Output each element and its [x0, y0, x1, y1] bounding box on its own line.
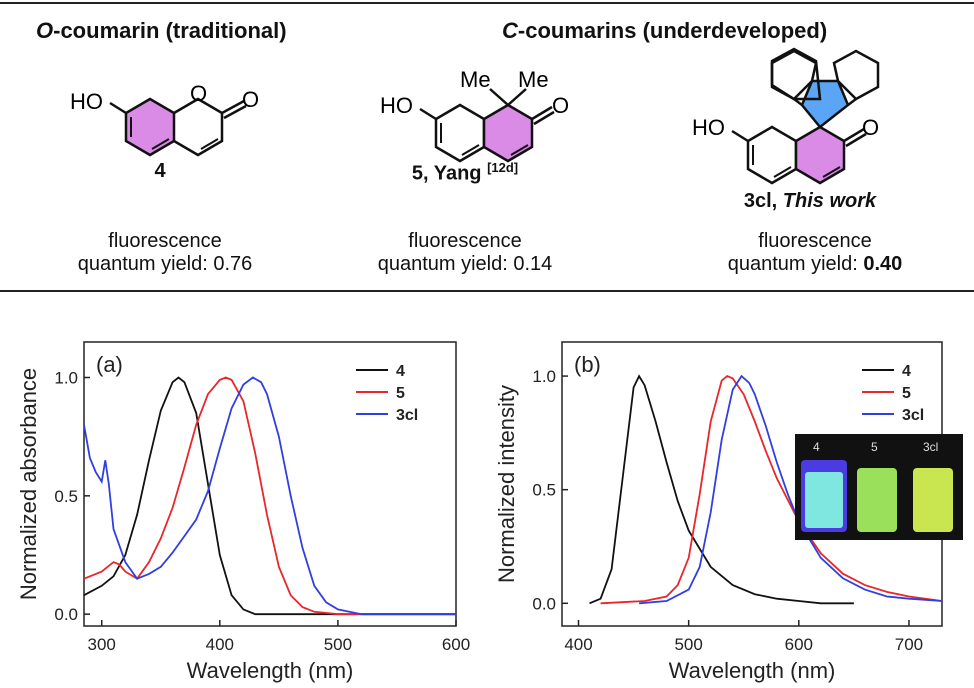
atom-me-right: Me: [518, 67, 549, 92]
series-line-5: [600, 375, 943, 605]
panel-label: (a): [96, 352, 123, 377]
vial-4: [801, 460, 847, 532]
atom-o-carbonyl-3cl: O: [862, 115, 879, 140]
series-line-3cl: [83, 376, 456, 616]
y-axis-label: Normalized absorbance: [16, 368, 41, 600]
atom-o-carbonyl-4: O: [242, 87, 259, 112]
x-tick-label: 700: [895, 635, 923, 654]
label-compound-3cl: 3cl, This work: [743, 190, 877, 212]
x-tick-label: 600: [785, 635, 813, 654]
y-axis-label: Normalized intensity: [494, 385, 519, 583]
legend-label-5: 5: [396, 385, 405, 402]
x-tick-label: 500: [324, 635, 352, 654]
atom-ho-3cl: HO: [692, 115, 725, 140]
legend-label-4: 4: [396, 363, 405, 380]
x-tick-label: 400: [564, 635, 592, 654]
structure-5: HO Me Me O: [380, 67, 569, 163]
vial-3cl: [913, 468, 953, 532]
header-o-coumarin: O-coumarin (traditional): [36, 18, 287, 43]
middle-rule: [0, 290, 974, 292]
vial-5: [857, 468, 897, 532]
header-c-coumarins: C-coumarins (underdeveloped): [502, 18, 828, 43]
inset-label-3cl: 3cl: [923, 440, 939, 454]
atom-ho-4: HO: [70, 89, 103, 114]
x-axis-label: Wavelength (nm): [187, 658, 354, 683]
atom-ho-5: HO: [380, 93, 413, 118]
x-tick-label: 400: [206, 635, 234, 654]
y-tick-label: 1.0: [532, 367, 556, 386]
y-tick-label: 0.5: [54, 487, 78, 506]
label-compound-5: 5, Yang [12d]: [411, 160, 519, 185]
legend-label-3cl: 3cl: [902, 407, 924, 424]
benzene-ring-4: [124, 97, 176, 157]
y-tick-label: 0.5: [532, 481, 556, 500]
inset-label-4: 4: [813, 440, 820, 454]
legend-label-5: 5: [902, 385, 911, 402]
inset-photo: 4 5 3cl: [795, 434, 963, 540]
x-tick-label: 300: [88, 635, 116, 654]
y-tick-label: 1.0: [54, 369, 78, 388]
structures: HO O O HO Me Me O: [70, 47, 880, 185]
y-tick-label: 0.0: [54, 605, 78, 624]
series-line-5: [83, 376, 456, 616]
label-compound-4: 4: [154, 160, 166, 182]
legend-label-4: 4: [902, 363, 911, 380]
fluorescence-caption-4: fluorescence quantum yield: 0.76: [77, 230, 253, 275]
pink-ring-3cl: [794, 125, 846, 185]
x-tick-label: 500: [674, 635, 702, 654]
atom-me-left: Me: [460, 67, 491, 92]
fluorescence-caption-5: fluorescence quantum yield: 0.14: [377, 230, 553, 275]
series-line-3cl: [639, 374, 943, 605]
panel-label: (b): [574, 352, 601, 377]
five-ring-3cl: [800, 79, 850, 129]
x-axis-label: Wavelength (nm): [669, 658, 836, 683]
structure-3cl: HO O: [692, 47, 880, 185]
atom-o-carbonyl-5: O: [552, 93, 569, 118]
inset-label-5: 5: [871, 440, 878, 454]
top-rule: [0, 2, 974, 4]
plot-frame: [83, 341, 457, 627]
legend-label-3cl: 3cl: [396, 407, 418, 424]
y-tick-label: 0.0: [532, 594, 556, 613]
series-line-4: [589, 374, 854, 605]
pink-ring-5: [482, 103, 534, 163]
structure-4: HO O O: [70, 81, 259, 157]
fluorescence-caption-3cl: fluorescence quantum yield: 0.40: [727, 230, 903, 275]
x-tick-label: 600: [442, 635, 470, 654]
series-line-4: [83, 376, 456, 616]
atom-o-ring-4: O: [190, 81, 207, 106]
